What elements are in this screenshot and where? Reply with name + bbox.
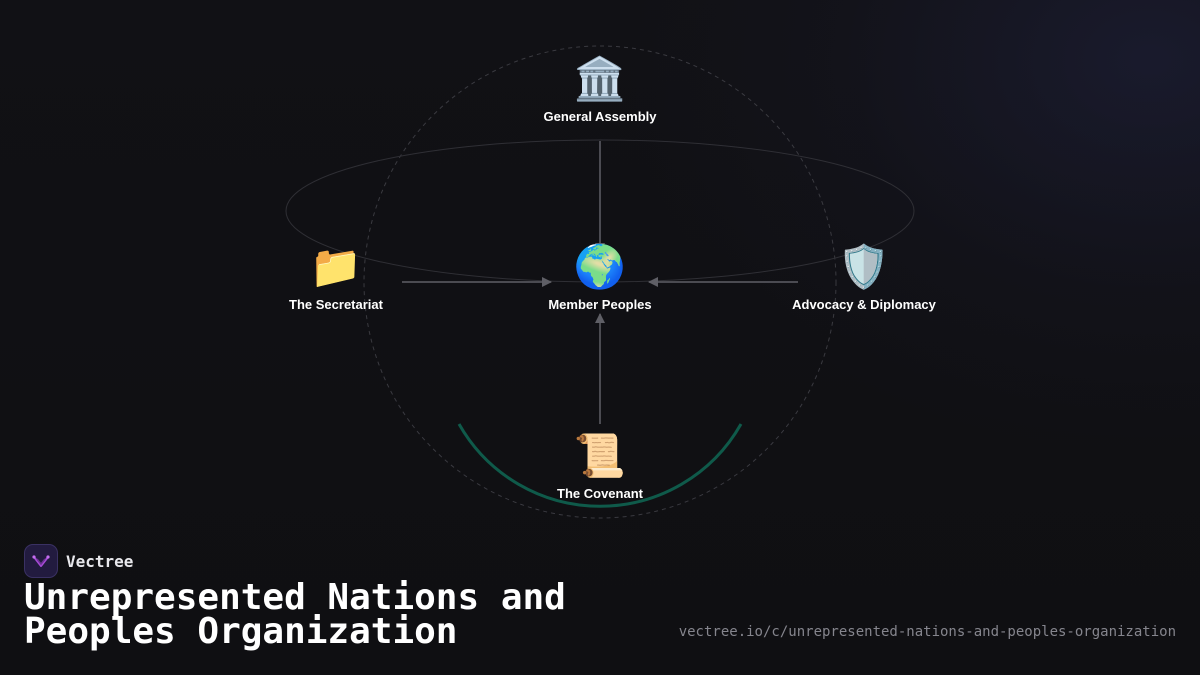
node-the-secretariat: 📁 The Secretariat bbox=[236, 243, 436, 312]
classical-building-icon: 🏛️ bbox=[573, 57, 627, 103]
folder-icon: 📁 bbox=[309, 245, 363, 291]
page-title: Unrepresented Nations and Peoples Organi… bbox=[24, 577, 566, 652]
node-advocacy-diplomacy: 🛡️ Advocacy & Diplomacy bbox=[764, 243, 964, 312]
brand: Vectree bbox=[24, 544, 133, 578]
scroll-icon: 📜 bbox=[573, 434, 627, 480]
shield-icon: 🛡️ bbox=[837, 245, 891, 291]
accent-arc bbox=[457, 423, 743, 508]
node-label: The Secretariat bbox=[289, 297, 383, 312]
node-the-covenant: 📜 The Covenant bbox=[500, 432, 700, 501]
orbit-ellipse bbox=[285, 139, 915, 283]
node-label: Member Peoples bbox=[548, 297, 652, 312]
node-general-assembly: 🏛️ General Assembly bbox=[500, 55, 700, 124]
source-url: vectree.io/c/unrepresented-nations-and-p… bbox=[678, 624, 1176, 640]
brand-name: Vectree bbox=[66, 551, 134, 571]
dashed-orbit-circle bbox=[363, 45, 837, 519]
node-label: Advocacy & Diplomacy bbox=[792, 297, 936, 312]
globe-icon: 🌍 bbox=[573, 245, 627, 291]
node-label: The Covenant bbox=[557, 486, 643, 501]
node-label: General Assembly bbox=[543, 109, 657, 124]
node-member-peoples: 🌍 Member Peoples bbox=[500, 243, 700, 312]
vectree-logo-icon bbox=[24, 544, 58, 578]
